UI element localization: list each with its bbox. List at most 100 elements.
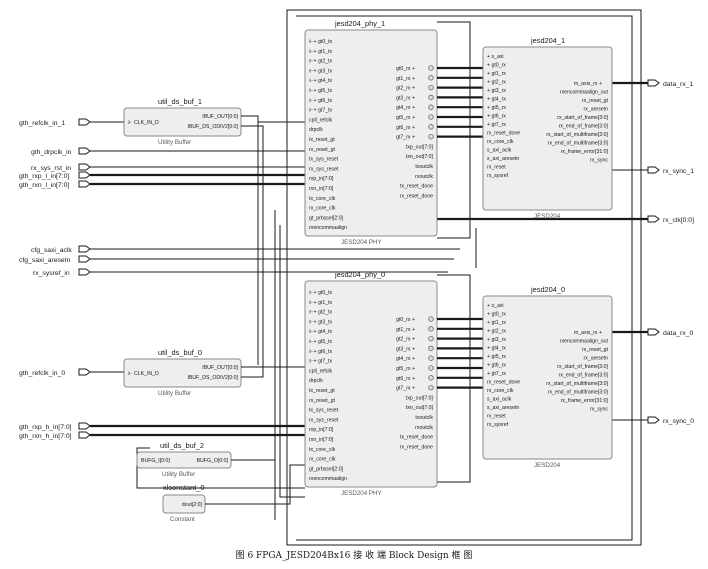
port-gth-rxn-l-in[interactable]: gth_rxn_l_in[7:0] — [19, 180, 305, 189]
bus-connector-icon — [428, 355, 434, 361]
port-rx-sysref-in[interactable]: rx_sysref_in — [33, 268, 448, 277]
left-ports: gth_refclk_in_1 gth_drpclk_in rx_sys_rst… — [19, 118, 460, 440]
pin-rx-aresetn: rx_aresetn — [583, 107, 608, 113]
pin-rxn-in-7-0: rxn_in[7:0] — [309, 186, 334, 192]
pin-rx-frame-error-31-0: rx_frame_error[31:0] — [561, 398, 609, 404]
pin-rx-reset-done: rx_reset_done — [400, 444, 433, 450]
bus-connector-icon — [428, 365, 434, 371]
port-rx-sync-1[interactable]: rx_sync_1 — [612, 166, 694, 175]
pin-gt2-rx: gt2_rx + — [396, 337, 415, 343]
pin-tx-core-clk: tx_core_clk — [309, 447, 336, 453]
block-subtitle: Constant — [170, 516, 195, 523]
pin-gt0-tx: ⊩+ gt0_tx — [309, 39, 333, 45]
pin-drpclk: drpclk — [309, 378, 323, 384]
util-ds-buf-2-block[interactable]: util_ds_buf_2 BUFG_I[0:0] BUFG_O[0:0] Ut… — [136, 441, 275, 478]
jesd204-phy-1-block[interactable]: jesd204_phy_1⊩+ gt0_tx⊩+ gt1_tx⊩+ gt2_tx… — [304, 19, 483, 246]
pin-gt0-rx: gt0_rx + — [396, 66, 415, 72]
port-rx-sys-rst-in[interactable]: rx_sys_rst_in — [31, 163, 305, 172]
port-gth-drpclk-in[interactable]: gth_drpclk_in — [31, 147, 305, 156]
pin-gt3-rx: gt3_rx + — [396, 346, 415, 352]
block-body — [304, 29, 438, 237]
port-label: gth_refclk_in_1 — [19, 120, 65, 127]
pin-gt7-rx: + gt7_rx — [487, 122, 506, 128]
pin-rx-start-of-frame-3-0: rx_start_of_frame[3:0] — [557, 364, 608, 370]
port-rx-clk[interactable]: rx_clk[0:0] — [420, 215, 694, 224]
bus-connector-icon — [428, 84, 434, 91]
pin-gt0-rx: + gt0_rx — [487, 312, 506, 318]
port-gth-rxn-h-in[interactable]: gth_rxn_h_in[7:0] — [19, 431, 305, 440]
port-rx-sync-0[interactable]: rx_sync_0 — [612, 416, 694, 425]
bus-connector-icon — [428, 104, 434, 110]
block-name: util_ds_buf_2 — [160, 441, 204, 450]
pin-rxencommaalign-out: rxencommaalign_out — [560, 339, 609, 345]
figure-caption: 图 6 FPGA_JESD204Bx16 接 收 端 Block Design … — [236, 549, 473, 561]
pin-rx-start-of-multiframe-3-0: rx_start_of_multiframe[3:0] — [546, 132, 608, 138]
pin-cpll-refclk: cpll_refclk — [309, 117, 332, 123]
block-name: jesd204_0 — [530, 285, 565, 294]
pin-gt4-tx: ⊩+ gt4_tx — [309, 78, 333, 84]
pin-gt1-rx: + gt1_rx — [487, 71, 506, 77]
pin-rx-core-clk: rx_core_clk — [487, 388, 514, 394]
pin-gt6-rx: gt6_rx + — [396, 376, 415, 382]
pin-rx-reset-gt: rx_reset_gt — [309, 398, 336, 404]
block-name: jesd204_1 — [530, 36, 565, 45]
block-name: xlconstant_0 — [163, 483, 205, 492]
util-ds-buf-0-block[interactable]: util_ds_buf_0 ⊩ CLK_IN_D IBUF_OUT[0:0] I… — [123, 348, 305, 397]
pin-s-axi-aclk: s_axi_aclk — [487, 397, 512, 403]
pin-s-axi-aresetn: s_axi_aresetn — [487, 156, 519, 162]
pin-gt0-tx: ⊩+ gt0_tx — [309, 290, 333, 296]
bus-connector-icon — [428, 94, 434, 101]
jesd204-1-block[interactable]: jesd204_1+ s_axi+ gt0_rx+ gt1_rx+ gt2_rx… — [482, 36, 613, 220]
bus-connector-icon — [428, 114, 434, 120]
jesd204-phy-0-block[interactable]: jesd204_phy_0⊩+ gt0_tx⊩+ gt1_tx⊩+ gt2_tx… — [304, 270, 483, 497]
pin-gt6-rx: + gt6_rx — [487, 114, 506, 120]
pin-bufg-o: BUFG_O[0:0] — [197, 458, 229, 464]
pin-rx-sys-reset: rx_sys_reset — [309, 166, 339, 172]
pin-gt1-tx: ⊩+ gt1_tx — [309, 49, 333, 55]
util-ds-buf-1-block[interactable]: util_ds_buf_1 ⊩ CLK_IN_D IBUF_OUT[0:0] I… — [123, 97, 305, 146]
port-cfg-saxi-aclk[interactable]: cfg_saxi_aclk — [31, 245, 460, 254]
pin-gt6-tx: ⊩+ gt6_tx — [309, 98, 333, 104]
port-gth-refclk-in-1[interactable]: gth_refclk_in_1 — [19, 118, 124, 127]
port-label: rx_clk[0:0] — [663, 217, 694, 224]
port-label: gth_rxp_l_in[7:0] — [19, 173, 69, 180]
block-body — [482, 295, 613, 460]
block-name: util_ds_buf_0 — [158, 348, 202, 357]
port-label: rx_sync_1 — [663, 168, 694, 175]
bus-connector-icon — [428, 384, 434, 391]
pin-rx-reset-gt: rx_reset_gt — [582, 347, 609, 353]
pin-s-axi: + s_axi — [487, 303, 504, 309]
pin-rxp-in-7-0: rxp_in[7:0] — [309, 427, 334, 433]
pin-rx-sysref: rx_sysref — [487, 173, 509, 179]
bus-connector-icon — [428, 75, 434, 81]
pin-clk-in-d: ⊩ CLK_IN_D — [128, 120, 159, 126]
port-gth-rxp-l-in[interactable]: gth_rxp_l_in[7:0] — [19, 171, 305, 180]
pin-rx-reset-gt: rx_reset_gt — [309, 147, 336, 153]
port-cfg-saxi-aresetn[interactable]: cfg_saxi_aresetn — [19, 255, 454, 264]
jesd204-0-block[interactable]: jesd204_0 + s_axi + gt0_rx + gt1_rx + gt2_rx… — [482, 285, 613, 469]
block-body — [482, 46, 613, 211]
port-label: gth_rxp_h_in[7:0] — [19, 424, 72, 431]
pin-gt2-rx: + gt2_rx — [487, 329, 506, 335]
pin-rxencommaalign: rxencommaalign — [309, 476, 347, 482]
port-data-rx-0[interactable]: data_rx_0 — [612, 328, 693, 337]
pin-gt7-tx: ⊩+ gt7_tx — [309, 108, 333, 114]
port-label: gth_drpclk_in — [31, 149, 72, 156]
pin-gt4-rx: + gt4_rx — [487, 346, 506, 352]
pin-rx-end-of-frame-3-0: rx_end_of_frame[3:0] — [559, 373, 609, 379]
port-gth-refclk-in-0[interactable]: gth_refclk_in_0 — [19, 368, 124, 377]
pin-rxoutclk: rxoutclk — [415, 425, 433, 431]
pin-gt2-tx: ⊩+ gt2_tx — [309, 310, 333, 316]
pin-rx-core-clk: rx_core_clk — [309, 457, 336, 463]
pin-rx-reset-done: rx_reset_done — [487, 131, 520, 137]
pin-gt1-rx: gt1_rx + — [396, 76, 415, 82]
xlconstant-0-block[interactable]: xlconstant_0 dout[2:0] Constant — [162, 464, 305, 523]
port-label: cfg_saxi_aclk — [31, 247, 72, 254]
port-gth-rxp-h-in[interactable]: gth_rxp_h_in[7:0] — [19, 422, 305, 431]
pin-gt1-rx: + gt1_rx — [487, 320, 506, 326]
pin-gt4-rx: gt4_rx + — [396, 356, 415, 362]
pin-tx-sys-reset: tx_sys_reset — [309, 408, 339, 414]
pin-drpclk: drpclk — [309, 127, 323, 133]
port-data-rx-1[interactable]: data_rx_1 — [612, 79, 693, 88]
block-subtitle: JESD204 — [534, 213, 561, 220]
